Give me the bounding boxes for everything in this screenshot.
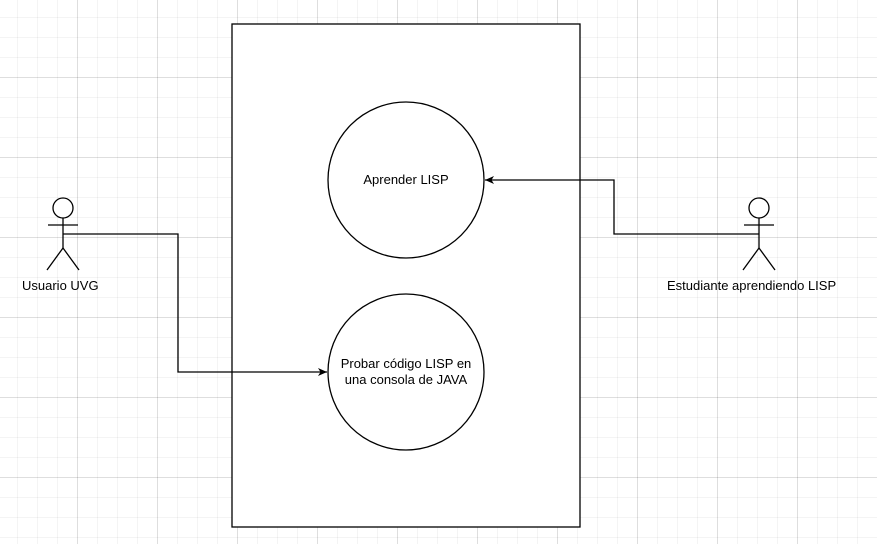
usecase-aprender-lisp[interactable] [327, 101, 485, 259]
usecase-probar-codigo[interactable] [327, 293, 485, 451]
usecase-aprender-lisp-label: Aprender LISP [363, 172, 449, 187]
actor-estudiante-label: Estudiante aprendiendo LISP [667, 278, 837, 293]
connector-usuario-to-probar[interactable] [63, 233, 327, 376]
usecase-probar-codigo-label: Probar código LISP en una consola de JAV… [340, 356, 472, 387]
system-boundary [231, 23, 581, 528]
actor-usuario-uvg-label: Usuario UVG [22, 278, 99, 293]
actor-estudiante-icon[interactable] [742, 197, 776, 271]
actor-usuario-uvg-icon[interactable] [46, 197, 80, 271]
connector-estudiante-to-aprender[interactable] [485, 176, 759, 235]
